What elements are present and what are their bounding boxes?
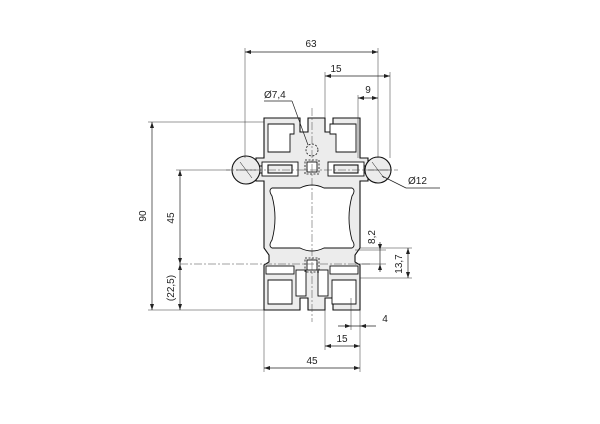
bottom-center-slot-left bbox=[295, 269, 307, 297]
bottom-left-slot bbox=[265, 265, 295, 275]
dim-hole-12-label: Ø12 bbox=[408, 176, 427, 187]
dim-9: 9 bbox=[357, 85, 378, 158]
aluminium-profile bbox=[231, 117, 392, 311]
dim-15-bottom-label: 15 bbox=[336, 334, 348, 345]
dim-8-2: 8,2 bbox=[355, 230, 386, 272]
dim-90-label: 90 bbox=[138, 210, 149, 222]
cavity-bottom-left bbox=[267, 279, 293, 305]
dim-45-width-label: 45 bbox=[306, 356, 318, 367]
dim-9-label: 9 bbox=[365, 85, 371, 96]
dim-15-top: 15 bbox=[324, 64, 391, 158]
bottom-right-slot bbox=[329, 265, 359, 275]
right-slot-inner bbox=[333, 164, 359, 174]
cavity-top-right bbox=[329, 123, 357, 153]
dim-4: 4 bbox=[338, 298, 388, 330]
dim-63: 63 bbox=[244, 39, 379, 158]
dim-13-7-label: 13,7 bbox=[394, 254, 405, 274]
left-slot-inner bbox=[267, 164, 293, 174]
dim-45-height: 45 bbox=[166, 169, 230, 264]
dim-hole-7-4-label: Ø7,4 bbox=[264, 90, 286, 101]
dim-hole-12: Ø12 bbox=[381, 175, 440, 189]
bottom-center-slot-right bbox=[317, 269, 329, 297]
dim-45-height-label: 45 bbox=[166, 212, 177, 224]
dim-4-label: 4 bbox=[382, 314, 388, 325]
dim-45-width: 45 bbox=[263, 310, 361, 372]
dim-22-5-label: (22,5) bbox=[166, 275, 177, 301]
dim-hole-7-4: Ø7,4 bbox=[264, 90, 309, 146]
cavity-bottom-right bbox=[331, 279, 357, 305]
dim-63-label: 63 bbox=[305, 39, 317, 50]
dim-8-2-label: 8,2 bbox=[367, 230, 378, 244]
cavity-top-left bbox=[267, 123, 295, 153]
dim-15-top-label: 15 bbox=[330, 64, 342, 75]
dim-22-5: (22,5) bbox=[166, 264, 182, 310]
hole-7-4 bbox=[305, 143, 319, 157]
dim-90: 90 bbox=[138, 121, 264, 311]
dim-13-7: 13,7 bbox=[360, 247, 412, 279]
dim-15-bottom: 15 bbox=[324, 298, 361, 350]
